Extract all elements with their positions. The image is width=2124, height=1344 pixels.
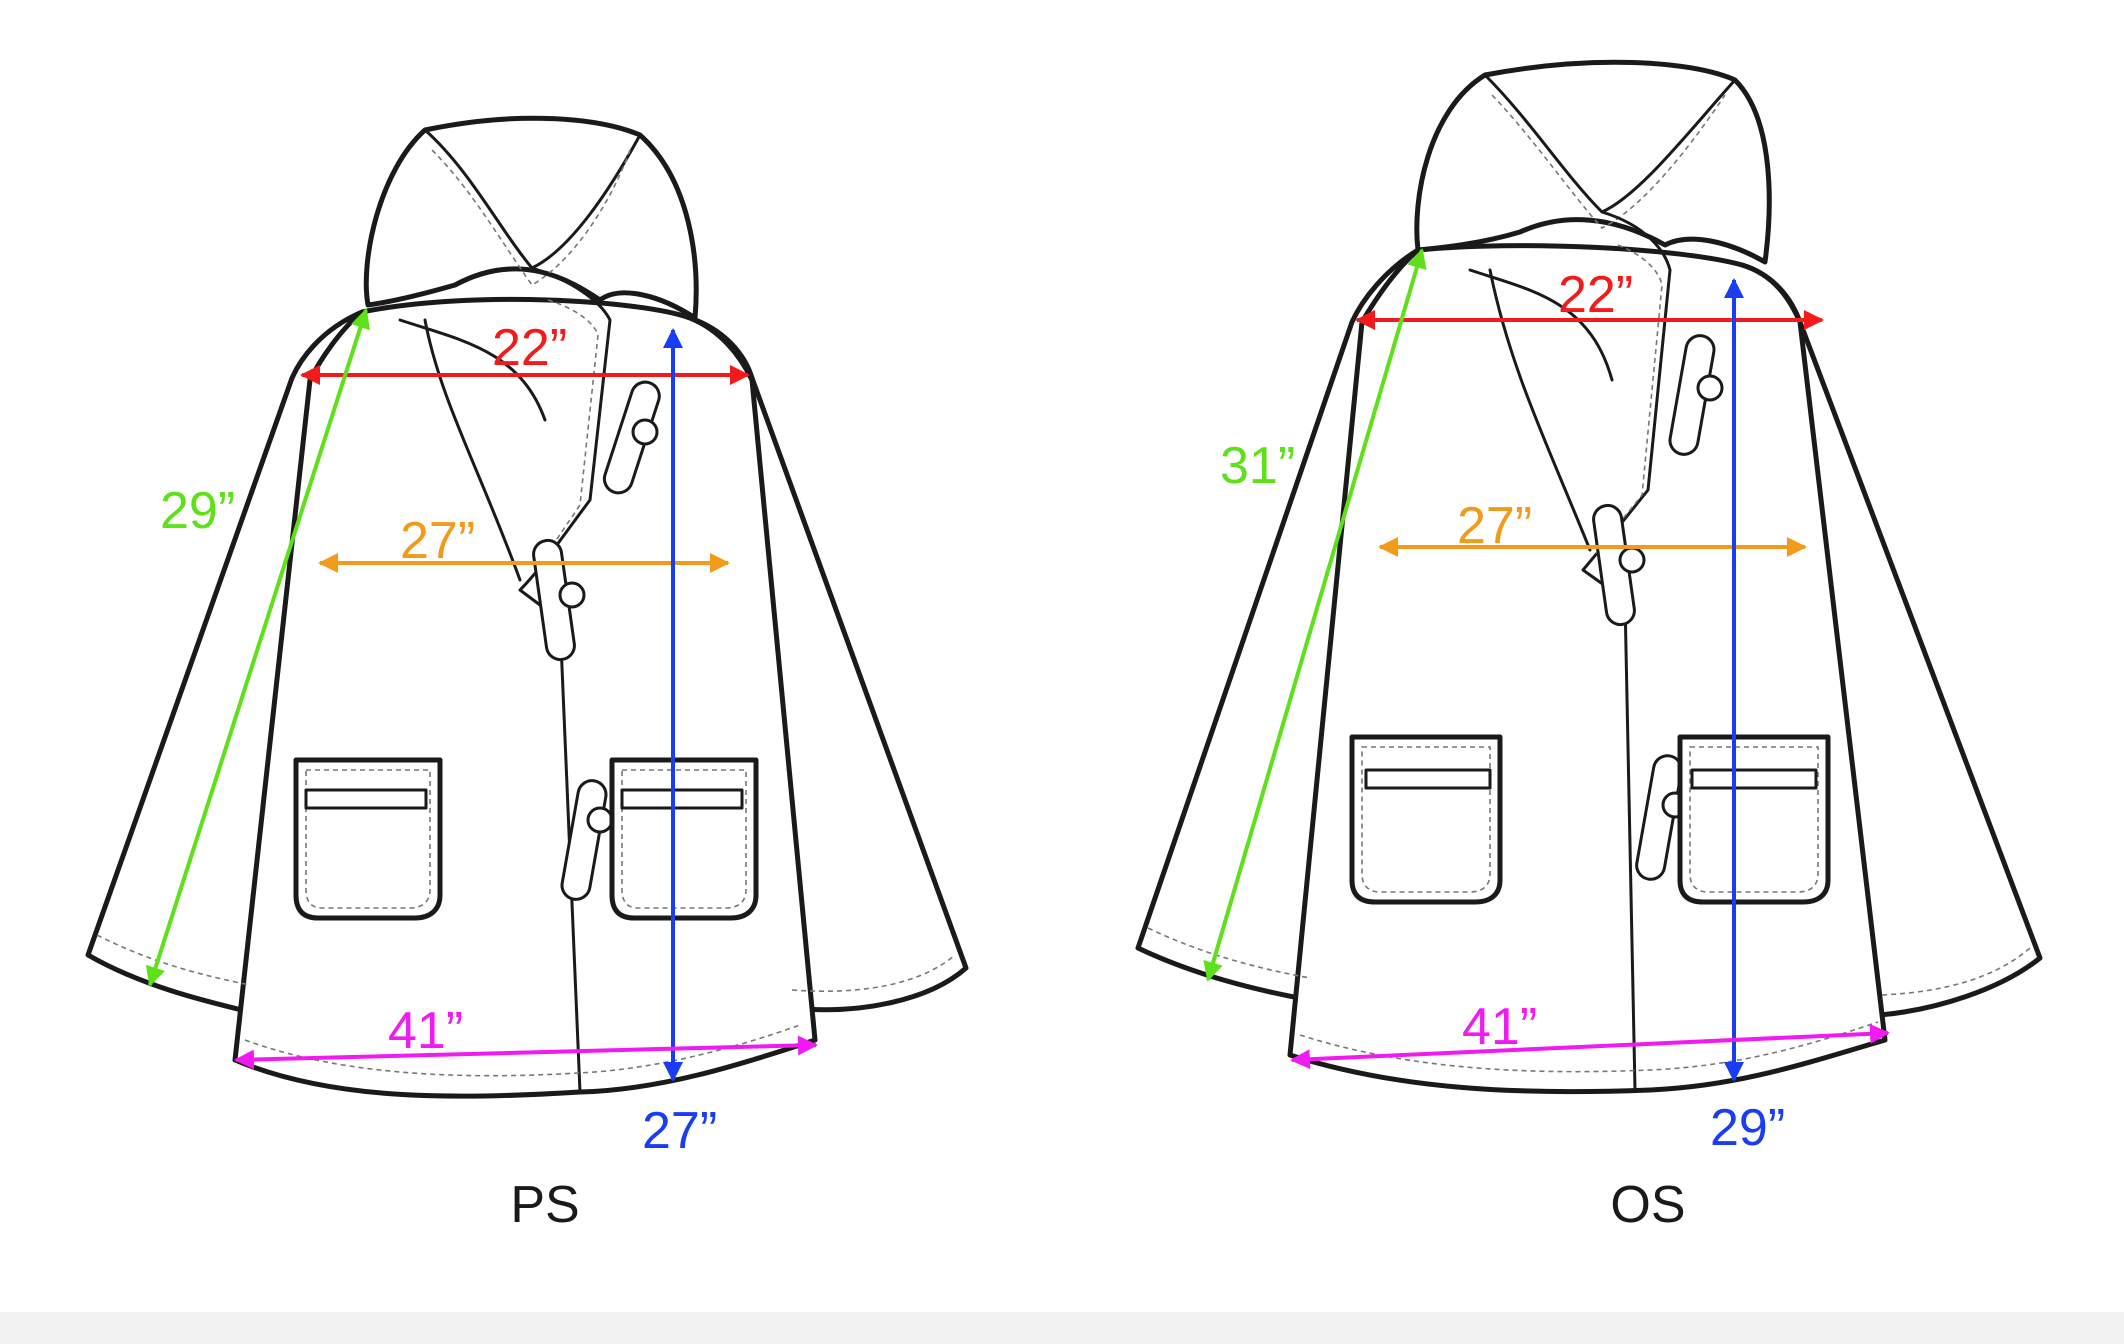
toggle-3 [560,779,614,901]
left-pocket [1349,734,1503,905]
toggle-1 [1668,334,1724,456]
coat-body [1287,243,1888,1095]
os-sleeve-arrow [1203,248,1427,982]
coat-ps: 22” 27” 29” 41” 27” PS [85,115,969,1234]
ps-sleeve-label: 29” [160,482,235,540]
right-pocket [1677,734,1831,905]
ps-size-label: PS [510,1176,579,1234]
hood [1414,59,1772,265]
ps-sleeve-arrow [145,308,371,987]
ps-hem-arrow [234,1035,818,1070]
page-footer-strip [0,1312,2124,1344]
coat-body [232,296,818,1099]
os-sleeve-label: 31” [1220,437,1295,495]
os-length-label: 29” [1710,1099,1785,1157]
os-shoulder-label: 22” [1558,266,1633,324]
hood [363,115,699,321]
os-chest-label: 27” [1457,497,1532,555]
front-opening [1581,210,1672,1092]
left-pocket [293,757,443,921]
coat-os: 22” 27” 31” 41” 29” OS [1135,59,2043,1234]
ps-length-label: 27” [642,1102,717,1160]
ps-shoulder-label: 22” [492,319,567,377]
os-hem-arrow [1290,1023,1890,1070]
ps-chest-label: 27” [400,512,475,570]
ps-hem-label: 41” [388,1002,463,1060]
os-hem-label: 41” [1462,998,1537,1056]
right-pocket [609,757,759,921]
front-opening [518,266,612,1094]
toggle-1 [602,380,661,495]
os-size-label: OS [1610,1176,1685,1234]
